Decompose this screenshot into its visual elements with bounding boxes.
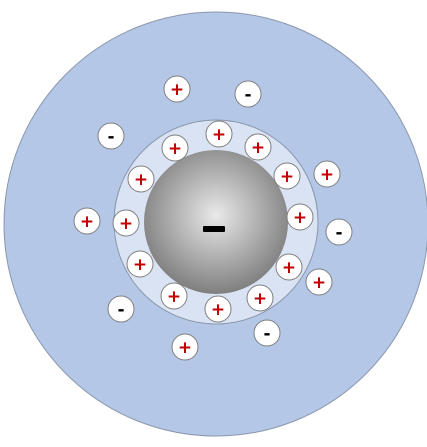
positive-ion: + [160,282,188,310]
ion-circle [313,160,341,188]
positive-ion: + [313,160,341,188]
ion-circle [161,134,189,162]
ion-circle [286,203,314,231]
stern-layer-ions: + + + + + + + + + + + + [112,120,314,323]
positive-ion: + [244,133,272,161]
ion-circle [305,268,333,296]
positive-ion: + [246,284,274,312]
plus-sign: + [80,212,94,232]
minus-sign: - [244,85,251,105]
minus-sign: - [263,324,270,344]
negative-ion: - [325,218,353,246]
ion-circle [234,80,262,108]
plus-sign: + [280,167,294,187]
negative-ion: - [97,122,125,150]
plus-sign: + [167,287,181,307]
positive-ion: + [204,295,232,323]
positive-ion: + [161,134,189,162]
charged-particle [144,150,288,294]
ion-circle [97,122,125,150]
ion-circle [325,218,353,246]
diffuse-layer-ions: +--++-+--+ [73,75,353,361]
positive-ion: + [171,333,199,361]
plus-sign: + [119,214,133,234]
positive-ion: + [127,165,155,193]
plus-sign: + [170,80,184,100]
plus-sign: + [211,300,225,320]
positive-ion: + [205,120,233,148]
plus-sign: + [253,289,267,309]
ion-circle [160,282,188,310]
particle-negative-charge-symbol [203,226,225,232]
minus-sign: - [107,127,114,147]
positive-ion: + [112,209,140,237]
ion-circle [246,284,274,312]
plus-sign: + [282,258,296,278]
plus-sign: + [133,255,147,275]
ion-circle [112,209,140,237]
plus-sign: + [134,170,148,190]
ion-circle [107,295,135,323]
positive-ion: + [305,268,333,296]
positive-ion: + [126,250,154,278]
positive-ion: + [275,253,303,281]
negative-ion: - [107,295,135,323]
ion-circle [244,133,272,161]
minus-sign: - [335,223,342,243]
ion-circle [126,250,154,278]
negative-ion: - [234,80,262,108]
minus-sign: - [117,300,124,320]
plus-sign: + [251,138,265,158]
plus-sign: + [312,273,326,293]
positive-ion: + [286,203,314,231]
ion-circle [204,295,232,323]
plus-sign: + [168,139,182,159]
ion-circle [73,207,101,235]
ion-circle [205,120,233,148]
positive-ion: + [163,75,191,103]
ion-circle [127,165,155,193]
plus-sign: + [178,338,192,358]
plus-sign: + [212,125,226,145]
ion-circle [273,162,301,190]
ion-circle [171,333,199,361]
plus-sign: + [320,165,334,185]
ion-circle [275,253,303,281]
ion-circle [253,319,281,347]
positive-ion: + [273,162,301,190]
negative-ion: - [253,319,281,347]
positive-ion: + [73,207,101,235]
plus-sign: + [293,208,307,228]
ion-circle [163,75,191,103]
